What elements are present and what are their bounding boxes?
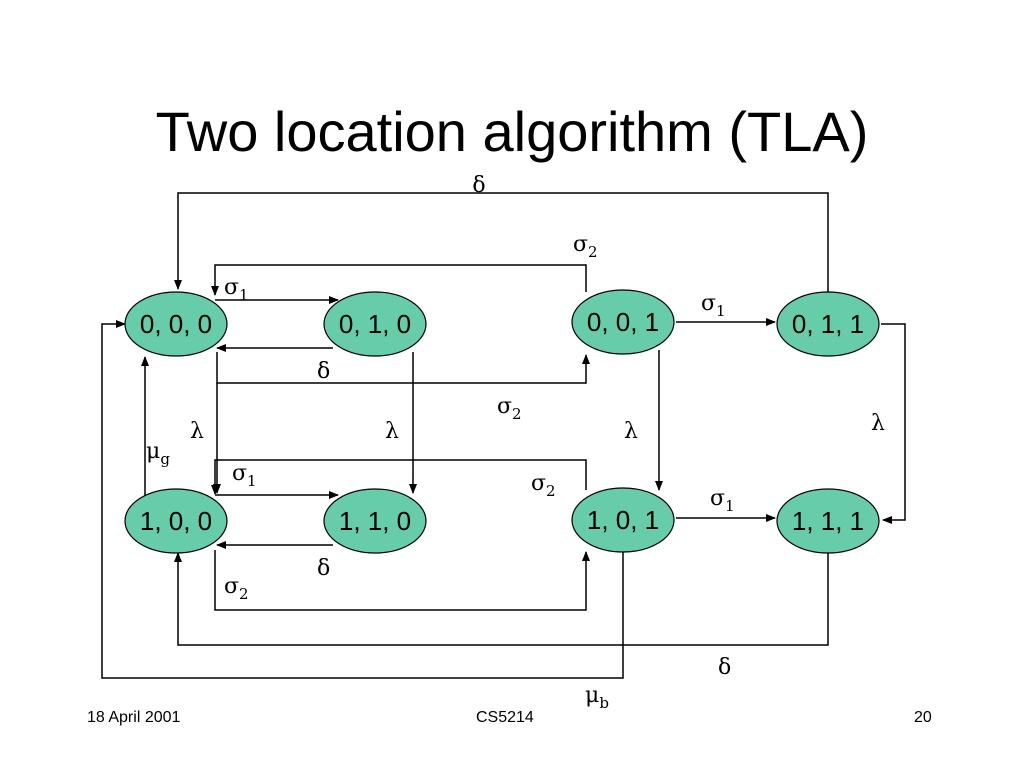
- label-delta-top: δ: [472, 173, 485, 198]
- label-sigma1-101-111: σ1: [710, 486, 735, 515]
- label-sigma2-top: σ2: [573, 232, 598, 261]
- label-sigma1-100-110: σ1: [232, 461, 257, 490]
- slide-title: Two location algorithm (TLA): [155, 100, 869, 163]
- svg-text:1, 0, 1: 1, 0, 1: [587, 505, 659, 535]
- label-delta-bottom: δ: [718, 655, 731, 680]
- label-mu-b: μb: [585, 683, 609, 712]
- node-1-0-1: 1, 0, 1: [571, 487, 675, 553]
- footer-page-number: 20: [914, 709, 932, 726]
- edge-sigma2-001-000: [211, 264, 587, 296]
- svg-text:0, 1, 1: 0, 1, 1: [792, 309, 864, 339]
- svg-text:1, 0, 0: 1, 0, 0: [140, 506, 212, 536]
- node-1-1-0: 1, 1, 0: [323, 488, 427, 554]
- label-lambda-010-110: λ: [385, 419, 399, 444]
- svg-text:0, 1, 0: 0, 1, 0: [339, 309, 411, 339]
- label-lambda-000-100: λ: [190, 419, 204, 444]
- label-sigma1-001-011: σ1: [701, 291, 726, 320]
- label-lambda-001-101: λ: [624, 419, 638, 444]
- node-1-0-0: 1, 0, 0: [124, 488, 228, 554]
- label-delta-010-000: δ: [317, 359, 330, 384]
- label-sigma2-101-100: σ2: [531, 471, 556, 500]
- svg-text:1, 1, 0: 1, 1, 0: [339, 506, 411, 536]
- label-delta-110-100: δ: [317, 556, 330, 581]
- edge-lambda-011-111: [881, 323, 906, 524]
- node-0-1-1: 0, 1, 1: [776, 291, 880, 357]
- footer-course: CS5214: [476, 709, 534, 726]
- label-sigma2-100-101: σ2: [224, 574, 249, 603]
- svg-text:0, 0, 1: 0, 0, 1: [587, 307, 659, 337]
- label-sigma1-000-010: σ1: [224, 275, 249, 304]
- svg-text:1, 1, 1: 1, 1, 1: [792, 506, 864, 536]
- node-0-0-1: 0, 0, 1: [571, 289, 675, 355]
- edge-sigma2-100-101: [214, 550, 590, 611]
- edge-sigma2-000-001: [216, 352, 590, 384]
- label-lambda-011-111: λ: [871, 411, 885, 436]
- node-0-1-0: 0, 1, 0: [323, 291, 427, 357]
- edge-delta-111-100: [174, 550, 829, 646]
- footer-date: 18 April 2001: [87, 709, 181, 726]
- node-0-0-0: 0, 0, 0: [124, 291, 228, 357]
- label-sigma2-000-001: σ2: [497, 394, 522, 423]
- node-1-1-1: 1, 1, 1: [776, 488, 880, 554]
- edge-sigma2-101-100: [211, 459, 587, 495]
- svg-text:0, 0, 0: 0, 0, 0: [140, 309, 212, 339]
- label-mu-g: μg: [146, 439, 170, 468]
- edge-delta-011-000: [174, 192, 829, 292]
- edge-mub-101-000: [101, 320, 624, 679]
